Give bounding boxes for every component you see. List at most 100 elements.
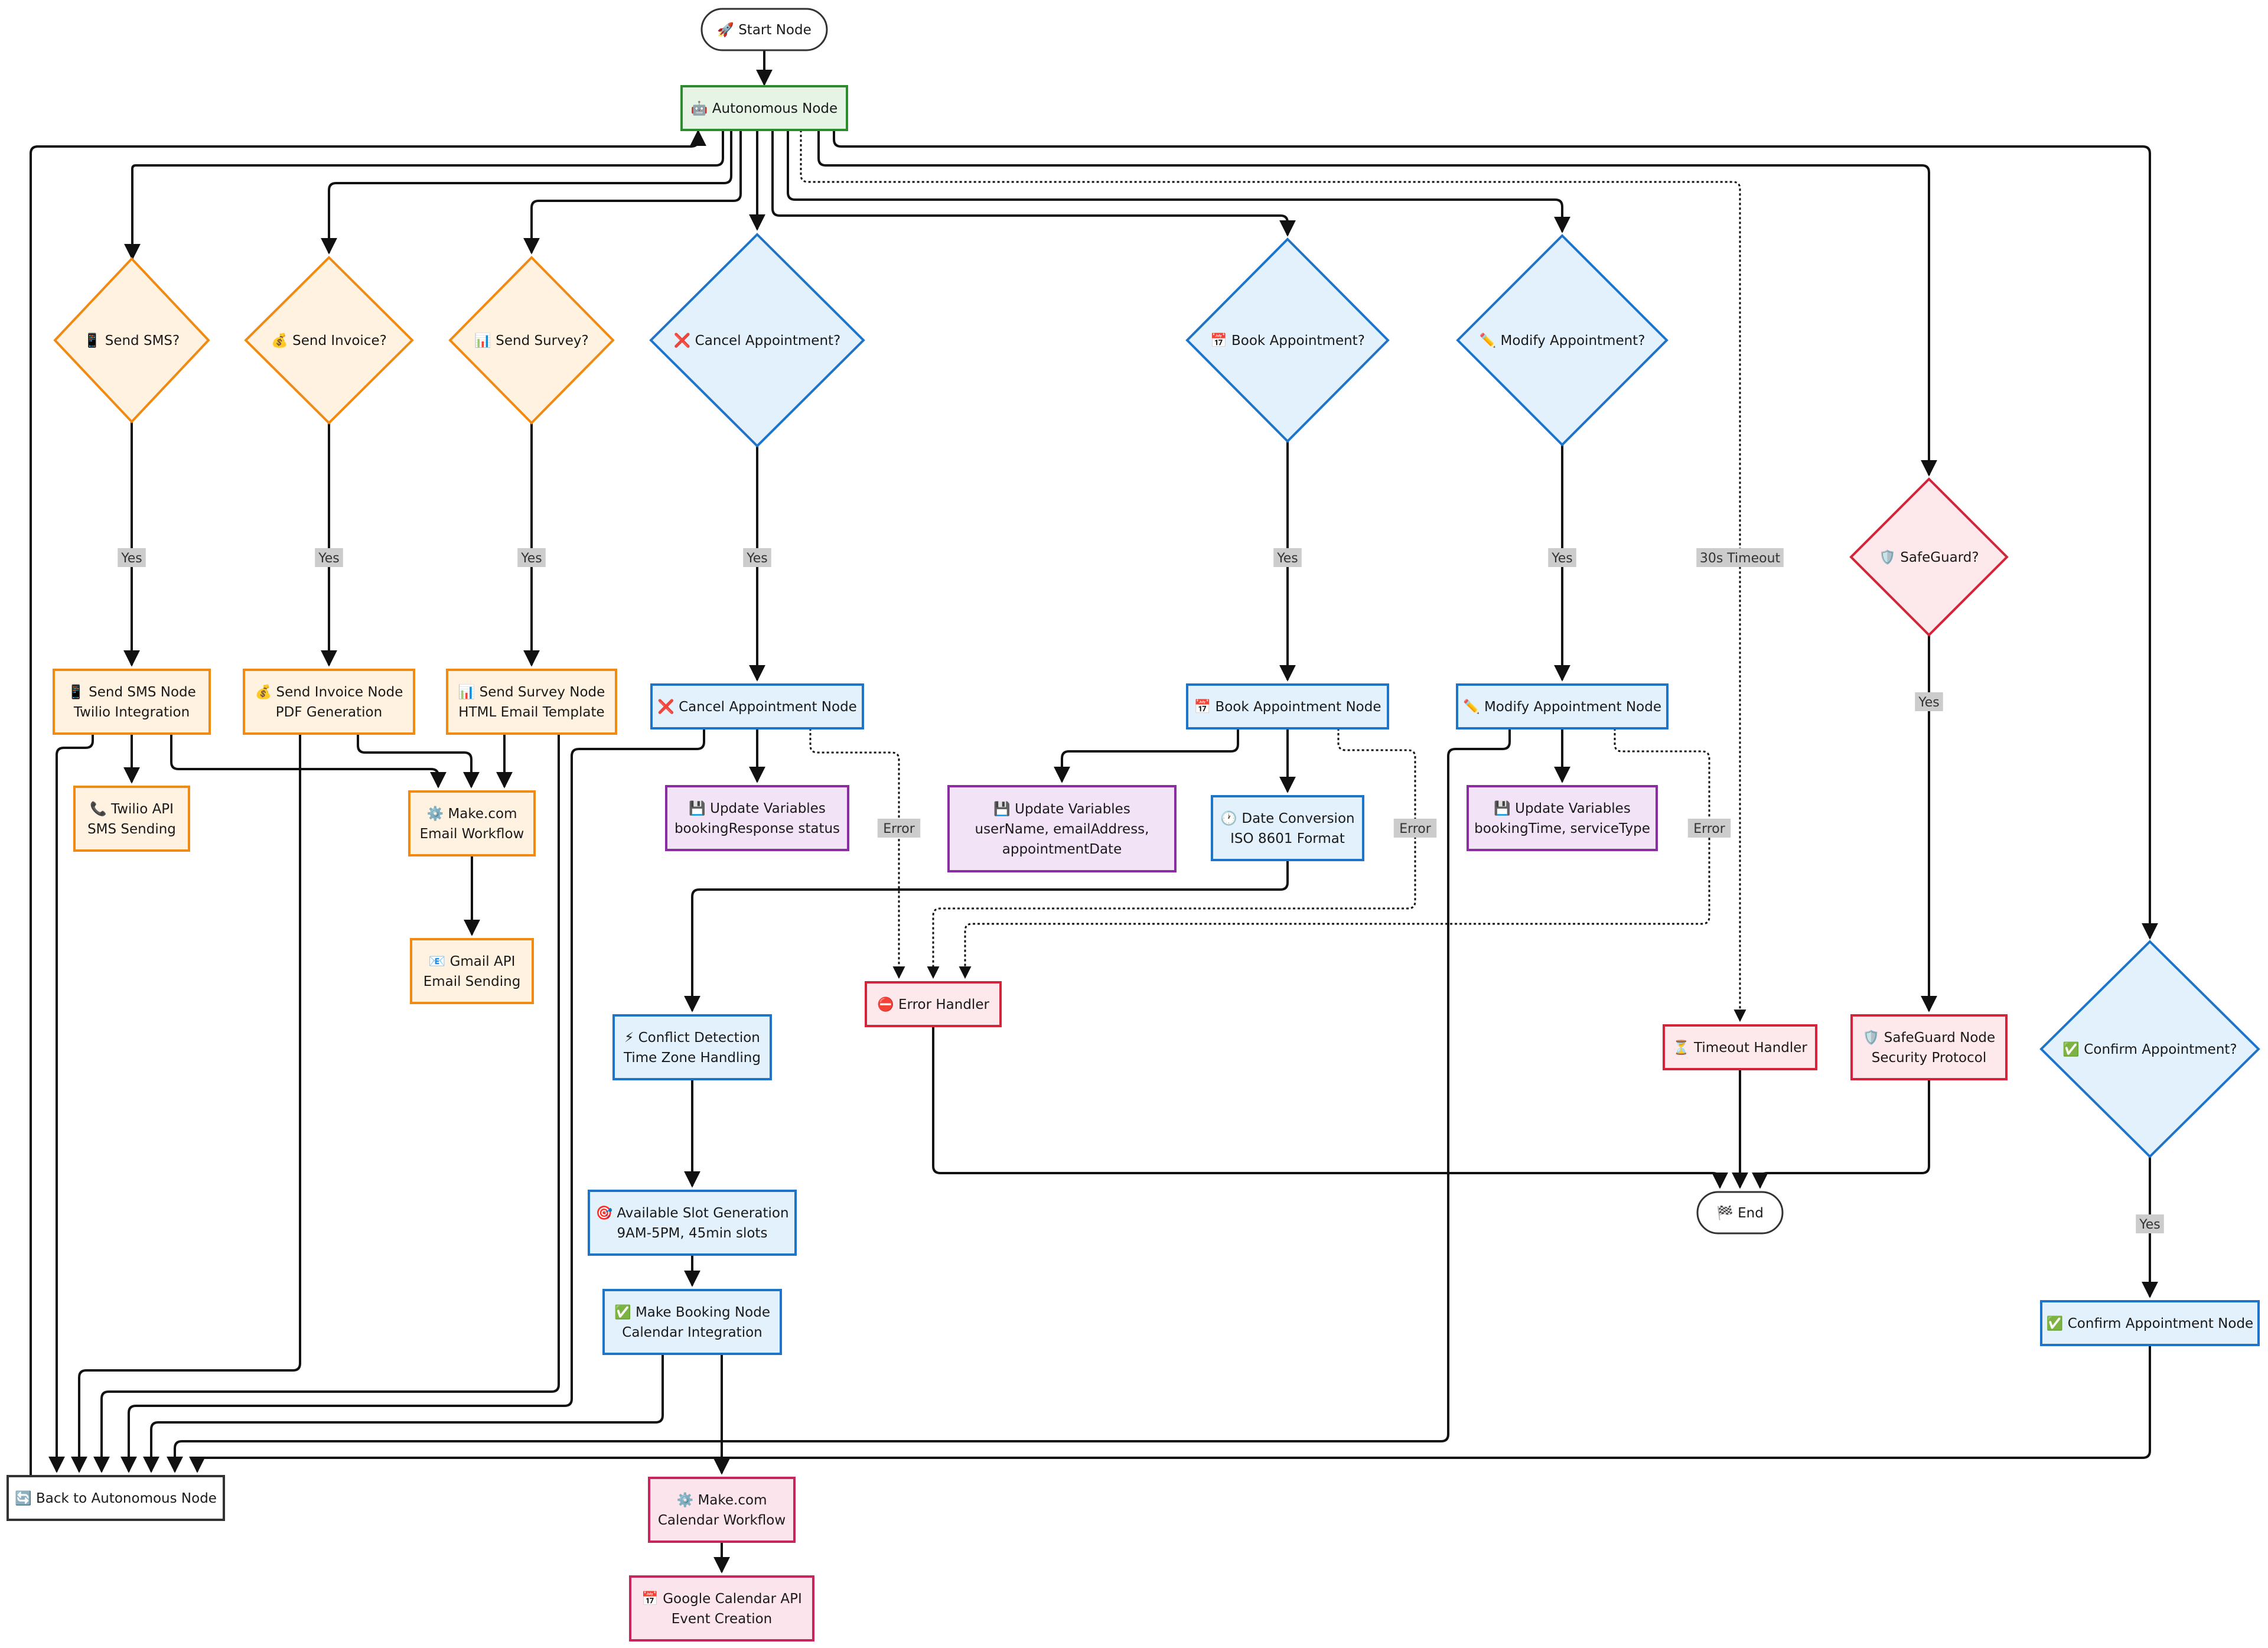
node-book-node: 📅 Book Appointment Node	[1186, 683, 1389, 729]
node-label-line: ⚡ Conflict Detection	[624, 1030, 760, 1046]
node-label-line: ✅ Confirm Appointment?	[2062, 1041, 2237, 1057]
edge-cancel-back	[120, 728, 705, 1473]
edge-label-text: Yes	[1918, 695, 1940, 710]
process-box	[1850, 1014, 2008, 1080]
process-box	[446, 669, 617, 735]
node-label-line: ⚙️ Make.com	[427, 806, 517, 822]
label-timeout: 30s Timeout	[1696, 548, 1784, 567]
process-box	[947, 785, 1177, 872]
node-label-line: 🎯 Available Slot Generation	[595, 1205, 788, 1221]
node-q-confirm: ✅ Confirm Appointment?	[2039, 940, 2260, 1158]
edge-sms-make-email	[170, 734, 447, 789]
edge-sms-back	[48, 734, 94, 1473]
node-modify-node: ✏️ Modify Appointment Node	[1456, 683, 1669, 729]
edge-to-q-safeguard	[817, 130, 1937, 477]
node-q-modify: ✏️ Modify Appointment?	[1456, 234, 1669, 447]
edge-to-q-sms	[124, 130, 724, 260]
node-label-line: 📊 Send Survey Node	[458, 684, 605, 700]
process-box	[629, 1575, 814, 1642]
node-label-line: ✏️ Modify Appointment?	[1480, 332, 1645, 349]
label-error-cancel: Error	[877, 819, 921, 838]
terminal-pill	[1696, 1191, 1784, 1235]
process-box	[680, 85, 848, 131]
node-label-line: appointmentDate	[1002, 842, 1122, 857]
process-box	[53, 669, 211, 735]
edge-survey-back	[93, 734, 560, 1473]
node-label-line: 🛡️ SafeGuard?	[1879, 549, 1979, 565]
edge-back-autonomous	[30, 129, 706, 1476]
node-q-cancel: ❌ Cancel Appointment?	[649, 233, 865, 448]
edge-modify-error	[959, 728, 1710, 979]
process-box	[650, 683, 864, 729]
node-label-line: 9AM-5PM, 45min slots	[617, 1226, 768, 1241]
edge-label-text: Yes	[120, 551, 142, 566]
edge-label-bg	[1687, 819, 1731, 838]
edge-label-bg	[118, 548, 146, 567]
edge-label-text: Yes	[318, 551, 340, 566]
edge-label-text: 30s Timeout	[1700, 551, 1781, 566]
edge-book-upd	[1054, 728, 1239, 783]
label-yes-modify: Yes	[1548, 548, 1576, 567]
node-label-line: bookingResponse status	[674, 821, 840, 836]
edge-invoice-back	[71, 734, 301, 1473]
node-label-line: 📅 Google Calendar API	[641, 1591, 802, 1607]
label-error-modify: Error	[1687, 819, 1731, 838]
node-label-line: Email Sending	[423, 974, 521, 989]
node-label-line: 🔄 Back to Autonomous Node	[15, 1490, 217, 1506]
node-label-line: ISO 8601 Format	[1230, 831, 1345, 846]
edge-label-text: Error	[1399, 822, 1432, 836]
edge-cancel-error	[809, 728, 905, 979]
label-yes-cancel: Yes	[743, 548, 771, 567]
node-label-line: ❌ Cancel Appointment?	[674, 333, 841, 349]
node-confirm-node: ✅ Confirm Appointment Node	[2040, 1300, 2260, 1346]
label-yes-safeguard: Yes	[1915, 692, 1943, 711]
process-box	[73, 786, 190, 852]
label-yes-survey: Yes	[517, 548, 546, 567]
node-label-line: 📞 Twilio API	[90, 800, 174, 817]
node-label-line: userName, emailAddress,	[975, 822, 1149, 837]
decision-diamond	[649, 233, 865, 448]
node-label-line: 📧 Gmail API	[429, 954, 516, 969]
decision-diamond	[448, 256, 615, 425]
node-q-safeguard: 🛡️ SafeGuard?	[1849, 477, 2009, 637]
node-label-line: ⏳ Timeout Handler	[1673, 1040, 1807, 1056]
node-timeout-handler: ⏳ Timeout Handler	[1663, 1024, 1817, 1070]
node-label-line: 🚀 Start Node	[717, 22, 811, 38]
process-box	[612, 1014, 772, 1080]
edge-label-bg	[1915, 692, 1943, 711]
node-end: 🏁 End	[1696, 1191, 1784, 1235]
process-box	[665, 785, 849, 851]
node-label-line: PDF Generation	[276, 705, 382, 720]
edge-label-text: Yes	[2139, 1217, 2161, 1232]
process-box	[408, 790, 536, 856]
node-label-line: Twilio Integration	[73, 705, 190, 720]
label-yes-sms: Yes	[118, 548, 146, 567]
process-box	[2040, 1300, 2260, 1346]
node-gmail-api: 📧 Gmail API Email Sending	[410, 938, 534, 1004]
process-box	[648, 1477, 796, 1543]
node-label-line: Time Zone Handling	[623, 1050, 761, 1066]
edge-label-bg	[1548, 548, 1576, 567]
node-label-line: ⛔ Error Handler	[877, 996, 989, 1012]
node-back: 🔄 Back to Autonomous Node	[6, 1475, 225, 1521]
edge-label-text: Yes	[1551, 551, 1573, 566]
decision-diamond	[1456, 234, 1669, 447]
edge-date-conflict	[684, 860, 1289, 1012]
edge-label-bg	[877, 819, 921, 838]
node-label-line: Event Creation	[672, 1611, 773, 1627]
node-q-invoice: 💰 Send Invoice?	[244, 256, 414, 425]
edge-booking-back	[143, 1354, 664, 1473]
node-error-handler: ⛔ Error Handler	[865, 981, 1002, 1027]
edge-error-end	[932, 1026, 1728, 1189]
node-q-sms: 📱 Send SMS?	[53, 257, 210, 424]
